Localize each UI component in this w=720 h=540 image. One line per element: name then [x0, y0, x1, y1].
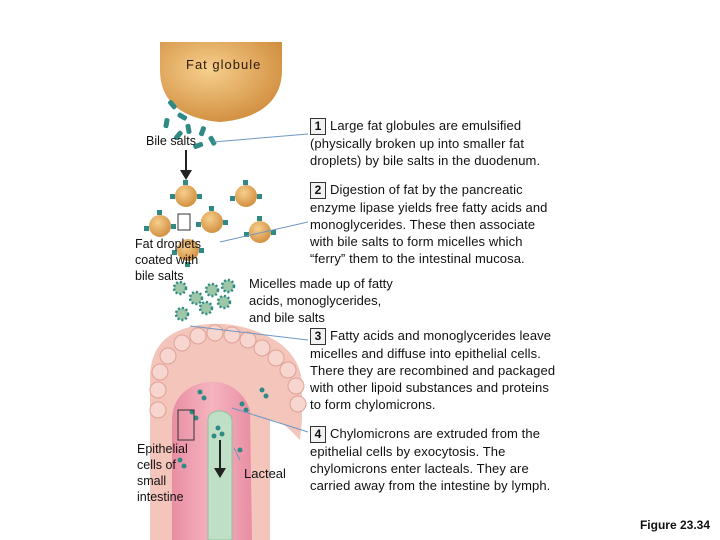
step-3-line-1: Fatty acids and monoglycerides leave — [330, 328, 552, 343]
step-3-line-3: There they are recombined and packaged — [310, 363, 556, 378]
lacteal-label: Lacteal — [244, 466, 286, 481]
micelles-line-3: and bile salts — [249, 310, 325, 325]
epithelial-pointer-box — [177, 409, 195, 441]
epithelial-label: Epithelial cells of small intestine — [137, 441, 188, 505]
step-2-line-1: Digestion of fat by the pancreatic — [330, 182, 523, 197]
bile-salts-label: Bile salts — [146, 134, 197, 148]
fat-droplets-line-2: coated with — [135, 253, 199, 267]
step-3: 3 Fatty acids and monoglycerides leave mi… — [310, 327, 555, 413]
step-1-line-1: Large fat globules are emulsified — [330, 118, 522, 133]
step-1: 1 Large fat globules are emulsified (phys… — [310, 117, 540, 169]
fat-globule-label: Fat globule — [186, 57, 262, 72]
step-3-line-5: to form chylomicrons. — [310, 397, 436, 412]
step-2-number: 2 — [310, 182, 326, 199]
step-4-line-3: chylomicrons enter lacteals. They are — [310, 461, 529, 476]
step-2-line-4: with bile salts to form micelles which — [310, 234, 523, 249]
step-1-line-3: droplets) by bile salts in the duodenum. — [310, 153, 541, 168]
step-1-number: 1 — [310, 118, 326, 135]
step-4: 4 Chylomicrons are extruded from the epit… — [310, 425, 550, 494]
step-2-line-3: monoglycerides. These then associate — [310, 217, 536, 232]
step-2-line-5: “ferry” them to the intestinal mucosa. — [310, 251, 525, 266]
micelles-line-1: Micelles made up of fatty — [249, 276, 393, 291]
step-3-line-4: with other lipoid substances and protein… — [310, 380, 549, 395]
micelles-label: Micelles made up of fatty acids, monogly… — [249, 275, 393, 326]
fat-droplets-line-1: Fat droplets — [135, 237, 202, 251]
step-4-line-2: epithelial cells by exocytosis. The — [310, 444, 506, 459]
epithelial-line-1: Epithelial — [137, 442, 188, 456]
step-1-line-2: (physically broken up into smaller fat — [310, 136, 525, 151]
leader-lines — [189, 133, 309, 461]
epithelial-line-2: cells of — [137, 458, 176, 472]
micelles-line-2: acids, monoglycerides, — [249, 293, 382, 308]
fat-droplets — [144, 180, 276, 267]
step-3-line-2: micelles and diffuse into epithelial cel… — [310, 346, 541, 361]
fat-droplets-line-3: bile salts — [135, 269, 184, 283]
epithelial-line-3: small — [137, 474, 167, 488]
step-4-number: 4 — [310, 426, 326, 443]
bile-salt-molecules — [163, 100, 217, 149]
fat-droplet-pointer-box — [177, 213, 191, 231]
step-2: 2 Digestion of fat by the pancreatic enzy… — [310, 181, 548, 267]
step-4-line-1: Chylomicrons are extruded from the — [330, 426, 541, 441]
step-3-number: 3 — [310, 328, 326, 345]
fat-droplets-label: Fat droplets coated with bile salts — [135, 236, 201, 284]
epithelial-line-4: intestine — [137, 490, 184, 504]
intestinal-villus — [149, 323, 307, 540]
step-2-line-2: enzyme lipase yields free fatty acids an… — [310, 200, 548, 215]
fat-globule-shape — [160, 42, 282, 122]
micelles — [172, 278, 236, 322]
figure-label: Figure 23.34 — [639, 518, 710, 532]
step-4-line-4: carried away from the intestine by lymph… — [310, 478, 551, 493]
